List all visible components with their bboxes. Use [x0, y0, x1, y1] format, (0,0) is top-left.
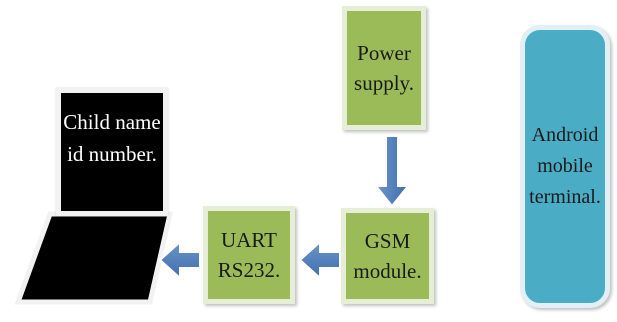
- arrow-power-to-gsm: [373, 135, 411, 208]
- android-terminal-block: Android mobile terminal.: [520, 25, 610, 308]
- gsm-module-label: GSM module.: [353, 228, 422, 283]
- arrow-uart-to-laptop: [158, 239, 201, 281]
- laptop-screen: Child name id number.: [56, 88, 168, 216]
- laptop-screen-label: Child name id number.: [63, 110, 161, 166]
- uart-label: UART RS232.: [217, 227, 281, 282]
- power-supply-block: Power supply.: [342, 6, 426, 130]
- arrow-gsm-to-uart: [298, 239, 341, 281]
- gsm-module-block: GSM module.: [341, 208, 434, 304]
- uart-block: UART RS232.: [203, 206, 295, 304]
- android-terminal-label: Android mobile terminal.: [529, 124, 601, 208]
- power-supply-label: Power supply.: [354, 40, 414, 95]
